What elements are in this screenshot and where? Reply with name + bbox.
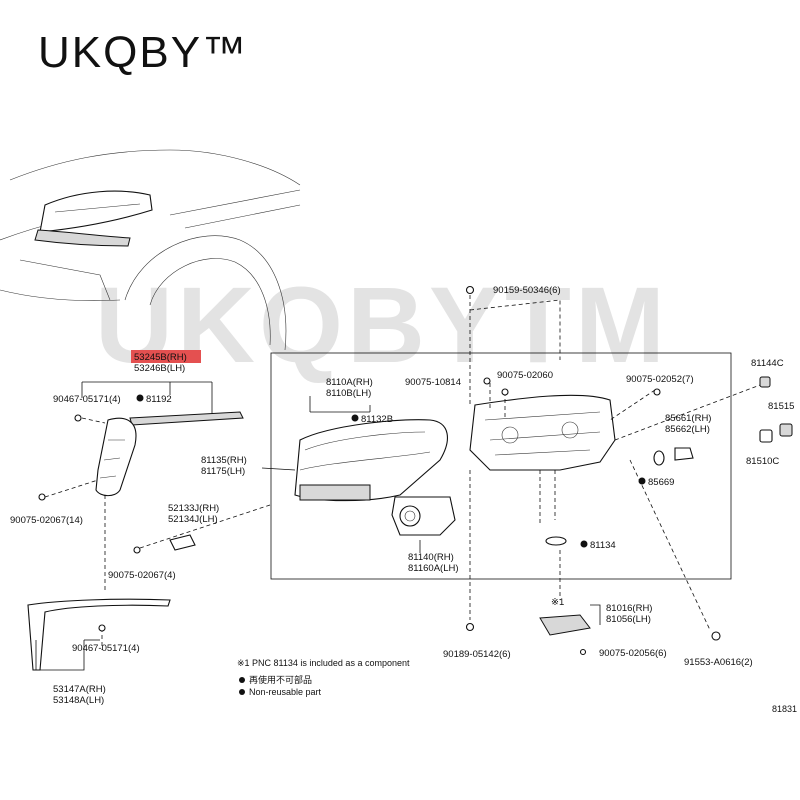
label-81056: 81056(LH) bbox=[606, 614, 651, 625]
nonreusable-dot bbox=[136, 394, 144, 402]
projector-unit bbox=[391, 496, 456, 553]
label-81515: 81515 bbox=[768, 401, 794, 412]
label-53245b: 53245B(RH) bbox=[134, 352, 187, 363]
nonreusable-dot bbox=[638, 477, 646, 485]
label-52134j: 52134J(LH) bbox=[168, 514, 218, 525]
label-81510c: 81510C bbox=[746, 456, 779, 467]
label-85662: 85662(LH) bbox=[665, 424, 710, 435]
label-53148a: 53148A(LH) bbox=[53, 695, 104, 706]
label-90159: 90159-50346(6) bbox=[493, 285, 561, 296]
label-90075-02052: 90075-02052(7) bbox=[626, 374, 694, 385]
label-81140: 81140(RH) bbox=[408, 552, 454, 563]
label-81135: 81135(RH) bbox=[201, 455, 247, 466]
label-81016: 81016(RH) bbox=[606, 603, 652, 614]
label-53147a: 53147A(RH) bbox=[53, 684, 106, 695]
label-90075-02067-14: 90075-02067(14) bbox=[10, 515, 83, 526]
label-81134: 81134 bbox=[590, 540, 616, 551]
note-dot bbox=[239, 689, 245, 695]
car-locator-illustration bbox=[0, 149, 301, 351]
label-90467-a: 90467-05171(4) bbox=[53, 394, 121, 405]
note-dot bbox=[239, 677, 245, 683]
label-90075-10814: 90075-10814 bbox=[405, 377, 461, 388]
trim-group bbox=[27, 598, 171, 671]
headlamp-housing bbox=[465, 285, 761, 632]
nonreusable-dot bbox=[351, 414, 359, 422]
label-90075-02056: 90075-02056(6) bbox=[599, 648, 667, 659]
label-90075-02067-4: 90075-02067(4) bbox=[108, 570, 176, 581]
label-81144c: 81144C bbox=[751, 358, 784, 369]
label-90467-b: 90467-05171(4) bbox=[72, 643, 140, 654]
headlamp-lens bbox=[261, 396, 448, 502]
brand-logo: UKQBY™ bbox=[38, 28, 249, 77]
footer-code: 81831 bbox=[772, 704, 797, 714]
note-nonreusable: Non-reusable part bbox=[249, 687, 322, 697]
label-81132b: 81132B bbox=[361, 414, 393, 425]
assembly-box bbox=[270, 352, 732, 580]
ballast-unit bbox=[539, 604, 721, 656]
label-85661: 85661(RH) bbox=[665, 413, 711, 424]
label-8110a: 8110A(RH) bbox=[326, 377, 373, 388]
label-85669: 85669 bbox=[648, 477, 674, 488]
label-90075-02060: 90075-02060 bbox=[497, 370, 553, 381]
highlight-53245b bbox=[131, 350, 201, 363]
label-star1: ※1 bbox=[551, 597, 564, 608]
note-pnc: ※1 PNC 81134 is included as a component bbox=[237, 658, 410, 668]
label-90189: 90189-05142(6) bbox=[443, 649, 511, 660]
bracket-group bbox=[38, 350, 271, 590]
label-91553: 91553-A0616(2) bbox=[684, 657, 753, 668]
note-cn: 再使用不可部品 bbox=[249, 674, 312, 685]
label-53246b: 53246B(LH) bbox=[134, 363, 185, 374]
label-81192: 81192 bbox=[146, 394, 172, 405]
label-81175: 81175(LH) bbox=[201, 466, 245, 477]
label-52133j: 52133J(RH) bbox=[168, 503, 219, 514]
nonreusable-dot bbox=[580, 540, 588, 548]
label-81160a: 81160A(LH) bbox=[408, 563, 459, 574]
bulb-parts bbox=[545, 376, 793, 546]
label-8110b: 8110B(LH) bbox=[326, 388, 371, 399]
